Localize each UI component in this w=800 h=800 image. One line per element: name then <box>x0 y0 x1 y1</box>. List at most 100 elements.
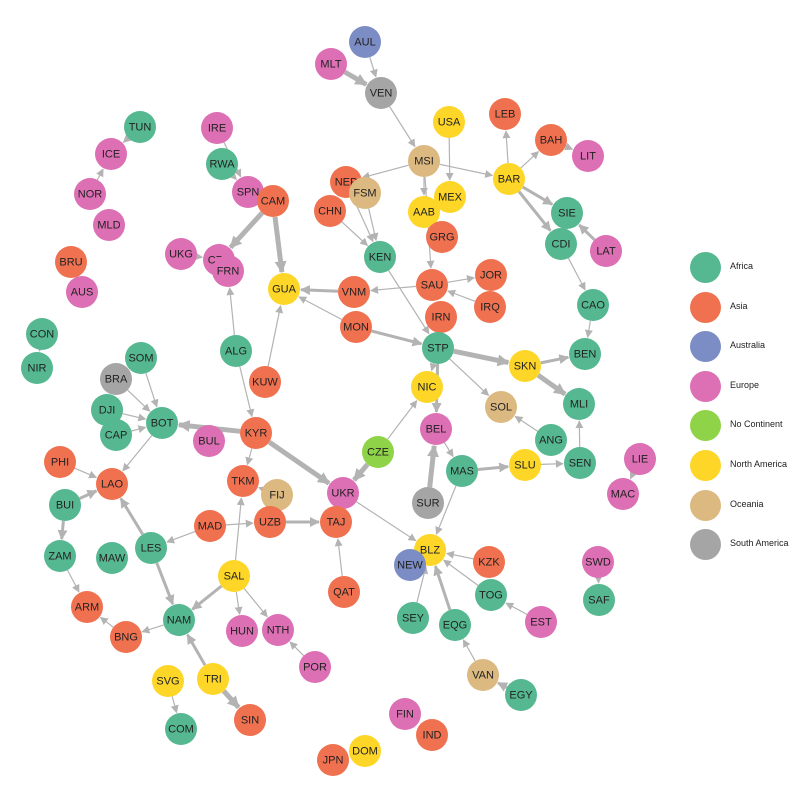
node-usa: USA <box>433 106 465 138</box>
node-circle-saf <box>583 584 615 616</box>
node-circle-mlt <box>315 48 347 80</box>
node-phi: PHI <box>44 446 76 478</box>
edge-sal-hun <box>234 591 243 615</box>
legend-swatch-africa <box>690 252 721 283</box>
edge-nam-bng <box>141 624 164 634</box>
node-tri: TRI <box>197 663 229 695</box>
node-label-irq: IRQ <box>480 302 500 314</box>
node-fij: FIJ <box>261 479 293 511</box>
node-aab: AAB <box>408 196 440 228</box>
node-label-sey: SEY <box>402 613 425 625</box>
node-circle-bng <box>110 621 142 653</box>
node-sen: SEN <box>564 447 596 479</box>
node-label-nir: NIR <box>28 363 47 375</box>
node-label-aus: AUS <box>71 287 94 299</box>
node-circle-fin <box>389 698 421 730</box>
edge-bui-zam <box>57 520 68 541</box>
node-sol: SOL <box>485 391 517 423</box>
node-circle-ice <box>95 138 127 170</box>
edge-bui-lao <box>78 489 98 500</box>
node-maw: MAW <box>96 542 128 574</box>
edge-fsm-ken <box>368 208 379 242</box>
node-label-cao: CAO <box>581 300 605 312</box>
node-circle-sur <box>412 487 444 519</box>
node-label-gua: GUA <box>272 284 297 296</box>
node-circle-ben <box>569 338 601 370</box>
edge-fij-tkm <box>257 486 267 494</box>
node-chn: CHN <box>314 195 346 227</box>
edge-lat-sie <box>578 223 596 241</box>
node-nam: NAM <box>163 604 195 636</box>
node-circle-mac <box>607 478 639 510</box>
node-label-cze: CZE <box>367 447 389 459</box>
edge-stp-sol <box>449 358 490 396</box>
node-circle-vnm <box>338 276 370 308</box>
legend-swatch-australia <box>690 331 721 363</box>
edge-cam-gua <box>272 216 287 274</box>
node-bel: BEL <box>420 413 452 445</box>
node-ukg: UKG <box>165 238 197 270</box>
node-eqg: EQG <box>439 609 471 641</box>
edge-tun-ice <box>122 134 132 143</box>
legend-label-no-continent: No Continent <box>730 419 783 430</box>
edge-stp-nic <box>429 362 438 372</box>
legend-item-south-america: South America <box>690 529 800 569</box>
edge-msi-nep <box>361 164 409 180</box>
node-new: NEW <box>394 549 426 581</box>
node-label-sau: SAU <box>421 280 444 292</box>
edge-zam-arm <box>66 569 80 593</box>
node-circle-bui <box>49 489 81 521</box>
node-label-stp: STP <box>427 343 448 355</box>
node-circle-sen <box>564 447 596 479</box>
node-circle-aul <box>349 26 381 58</box>
edge-mon-stp <box>371 329 423 347</box>
node-bra: BRA <box>100 363 132 395</box>
node-circle-skn <box>509 350 541 382</box>
edge-cze-ukr <box>352 462 370 482</box>
node-label-maw: MAW <box>99 553 126 565</box>
node-circle-bra <box>100 363 132 395</box>
node-circle-sau <box>416 269 448 301</box>
node-circle-new <box>394 549 426 581</box>
node-circle-rwa <box>206 148 238 180</box>
node-circle-grg <box>426 221 458 253</box>
node-ice: ICE <box>95 138 127 170</box>
node-skn: SKN <box>509 350 541 382</box>
node-slu: SLU <box>509 449 541 481</box>
edge-irq-sau <box>447 289 476 302</box>
node-label-saf: SAF <box>588 595 610 607</box>
node-label-som: SOM <box>128 353 153 365</box>
node-label-com: COM <box>168 724 194 736</box>
node-label-skn: SKN <box>514 361 537 373</box>
node-circle-aab <box>408 196 440 228</box>
edge-bar-leb <box>502 130 511 164</box>
node-circle-cao <box>577 289 609 321</box>
node-label-aab: AAB <box>413 207 435 219</box>
node-mas: MAS <box>446 455 478 487</box>
edge-eqg-blz <box>433 565 452 611</box>
node-cao: CAO <box>577 289 609 321</box>
legend-swatch-oceania <box>690 489 721 521</box>
node-label-sen: SEN <box>569 458 592 470</box>
node-label-ukr: UKR <box>331 488 354 500</box>
node-circle-tri <box>197 663 229 695</box>
node-circle-chn <box>314 195 346 227</box>
node-circle-bru <box>55 246 87 278</box>
edge-msi-bar <box>439 163 494 178</box>
node-circle-ven <box>365 77 397 109</box>
node-circle-lie <box>624 443 656 475</box>
node-swd: SWD <box>582 546 614 578</box>
node-qat: QAT <box>328 576 360 608</box>
node-bui: BUI <box>49 489 81 521</box>
node-label-mlt: MLT <box>320 59 341 71</box>
node-bot: BOT <box>146 407 178 439</box>
node-stp: STP <box>422 332 454 364</box>
edge-ukr-blz <box>356 501 417 542</box>
node-circle-usa <box>433 106 465 138</box>
node-tun: TUN <box>124 111 156 143</box>
edge-kzk-blz <box>445 550 474 560</box>
node-circle-mad <box>194 510 226 542</box>
node-por: POR <box>299 651 331 683</box>
node-circle-gua <box>268 273 300 305</box>
